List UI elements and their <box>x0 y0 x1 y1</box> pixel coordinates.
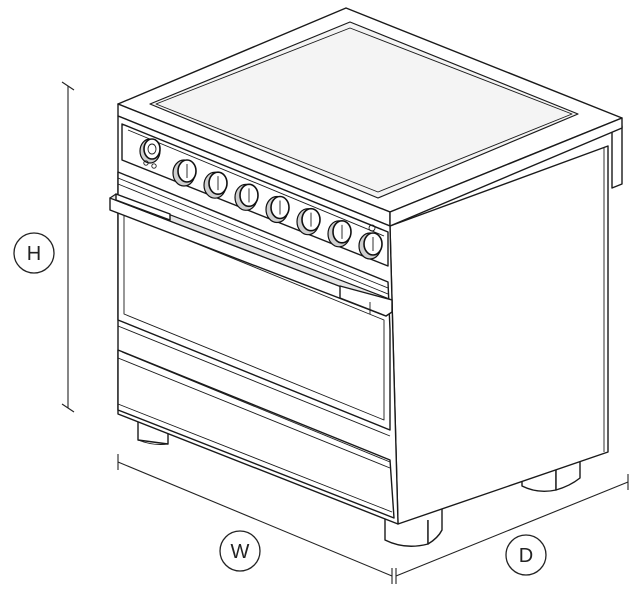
depth-label-circle <box>505 534 547 576</box>
power-indicator-light <box>368 224 376 232</box>
hob-frame-side-edge <box>389 117 623 227</box>
control-knobs <box>172 159 383 260</box>
width-label: W <box>231 541 250 563</box>
control-knob-2[interactable] <box>203 171 228 199</box>
timer-dial[interactable] <box>139 138 161 164</box>
control-knob-6[interactable] <box>327 220 352 248</box>
oven-window <box>123 213 385 421</box>
height-label: H <box>27 243 41 265</box>
indicator-lights <box>143 160 157 169</box>
width-label-circle <box>219 530 261 572</box>
depth-dimension: D <box>395 474 629 584</box>
oven-door-handle[interactable] <box>109 193 393 317</box>
storage-drawer[interactable] <box>117 349 395 519</box>
control-knob-7[interactable] <box>358 232 383 260</box>
width-dimension: W <box>117 454 393 584</box>
control-knob-3[interactable] <box>234 183 259 211</box>
depth-label: D <box>519 545 533 567</box>
side-handle-rail <box>611 125 623 189</box>
height-label-circle <box>13 232 55 274</box>
control-knob-5[interactable] <box>296 207 321 236</box>
height-dimension: H <box>13 81 75 413</box>
ceramic-cooktop <box>149 21 579 199</box>
control-knob-1[interactable] <box>172 159 197 187</box>
control-knob-4[interactable] <box>265 195 290 224</box>
